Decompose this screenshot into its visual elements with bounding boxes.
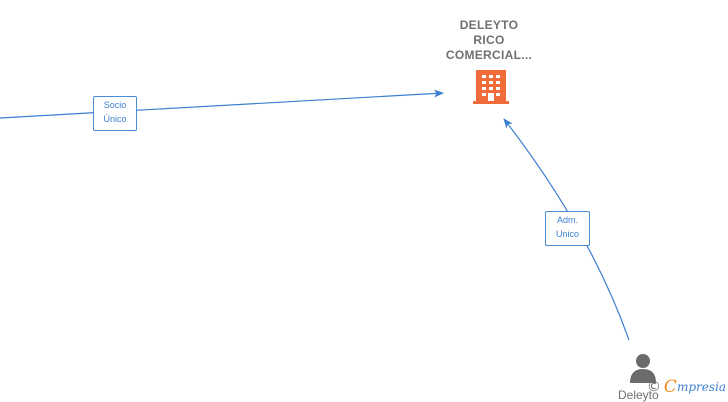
empresia-watermark: © C mpresia [647, 377, 726, 397]
person-icon[interactable] [630, 354, 656, 383]
company-name-line-2: RICO [473, 33, 505, 47]
edge-label-socio-unico[interactable]: Socio Único [93, 96, 137, 131]
company-name[interactable]: DELEYTO RICO COMERCIAL... [431, 18, 547, 63]
company-name-line-1: DELEYTO [459, 18, 519, 32]
edge-label-line: Socio [103, 100, 127, 110]
copyright-symbol: © [646, 379, 661, 395]
building-icon[interactable] [473, 70, 509, 104]
edge-label-line: Único [103, 114, 127, 124]
company-name-line-3: COMERCIAL... [445, 48, 533, 62]
edge-label-adm-unico[interactable]: Adm. Unico [545, 211, 590, 246]
brand-initial: C [663, 377, 677, 397]
edge-socio-unico [0, 89, 444, 119]
edge-label-line: Unico [555, 229, 579, 239]
person-name[interactable]: Deleyto [618, 388, 659, 402]
edge-label-line: Adm. [556, 215, 578, 225]
brand-name: mpresia [676, 380, 726, 394]
